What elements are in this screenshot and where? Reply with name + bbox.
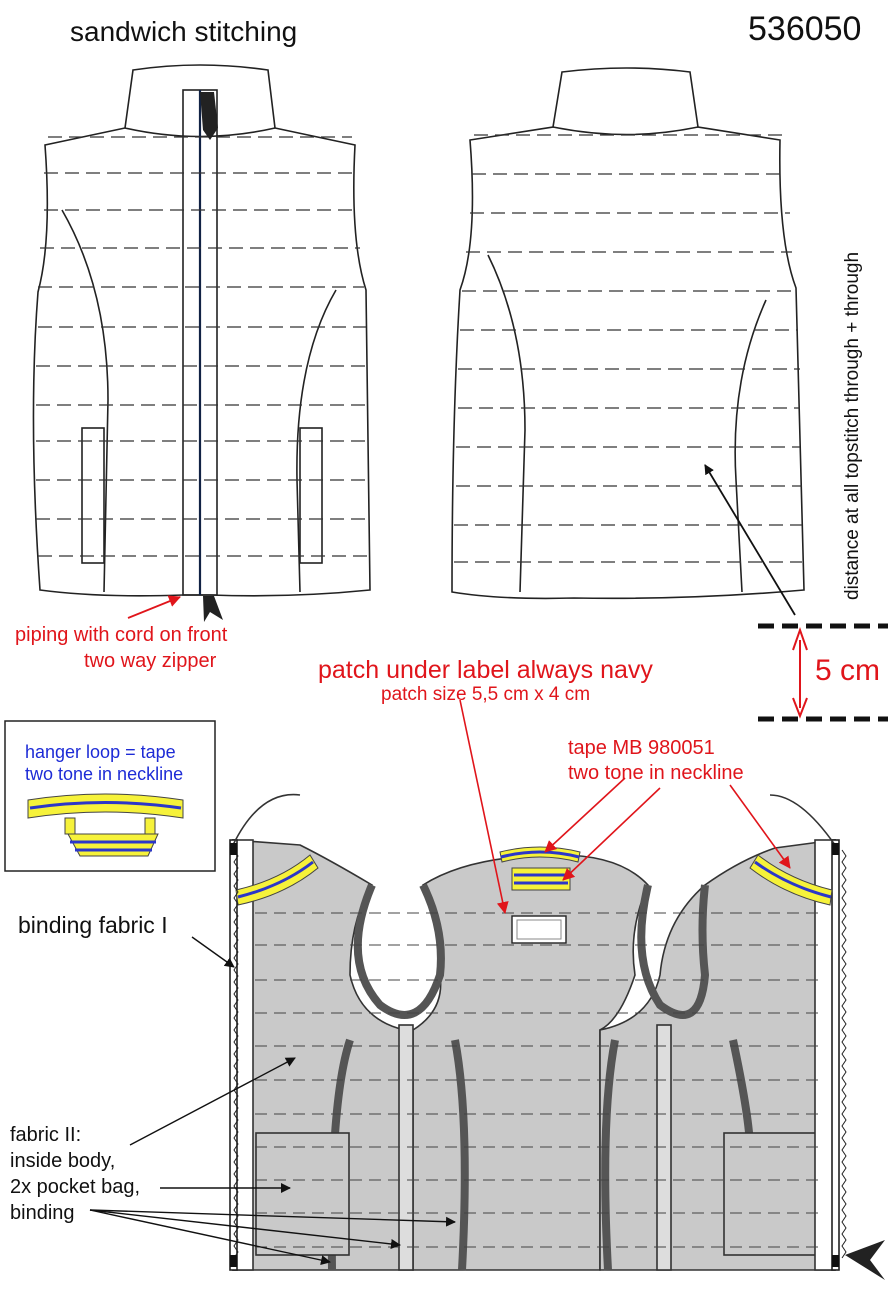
- fabric-label-line: 2x pocket bag,: [10, 1176, 141, 1198]
- piping-label: piping with cord on front: [15, 624, 228, 646]
- binding-zigzag-right: [841, 849, 847, 1259]
- binding-zigzag-left: [233, 849, 239, 1259]
- zipper-label: two way zipper: [84, 650, 217, 672]
- front-quilting-lines: [36, 136, 368, 557]
- tape-neckline-label: two tone in neckline: [568, 762, 744, 784]
- binding-fabric-label: binding fabric I: [18, 912, 168, 938]
- patch-note-label: patch under label always navy: [318, 656, 653, 684]
- topstitch-distance-note: distance at all topstitch through + thro…: [842, 251, 863, 600]
- style-number: 536050: [748, 10, 862, 48]
- zipper-puller-top: [200, 92, 218, 140]
- piping-arrow: [127, 595, 181, 619]
- front-vest: [32, 64, 371, 597]
- patch-size-label: patch size 5,5 cm x 4 cm: [381, 684, 591, 705]
- tape-code-label: tape MB 980051: [568, 737, 715, 759]
- inside-view: [229, 793, 840, 1271]
- dimension-label: 5 cm: [815, 654, 881, 687]
- fabric-label-line: binding: [10, 1202, 75, 1224]
- back-pointer-arrow: [704, 464, 796, 616]
- back-quilting-lines: [454, 134, 802, 563]
- hanger-loop-sublabel: two tone in neckline: [25, 764, 184, 784]
- red-annotation-arrows: [459, 699, 791, 914]
- fabric-label-line: inside body,: [10, 1150, 116, 1172]
- fabric-label-line: fabric II:: [10, 1124, 82, 1146]
- neckline-tapes: [235, 846, 833, 906]
- black-annotation-arrows: [89, 936, 456, 1265]
- zipper-end-icon: [845, 1240, 885, 1280]
- back-vest: [451, 67, 805, 600]
- zipper-puller-bottom: [203, 596, 223, 622]
- page-title: sandwich stitching: [70, 16, 298, 47]
- dimension-marker: [758, 623, 888, 722]
- hanger-loop-sketch: [27, 793, 184, 857]
- hanger-loop-label: hanger loop = tape: [25, 742, 176, 762]
